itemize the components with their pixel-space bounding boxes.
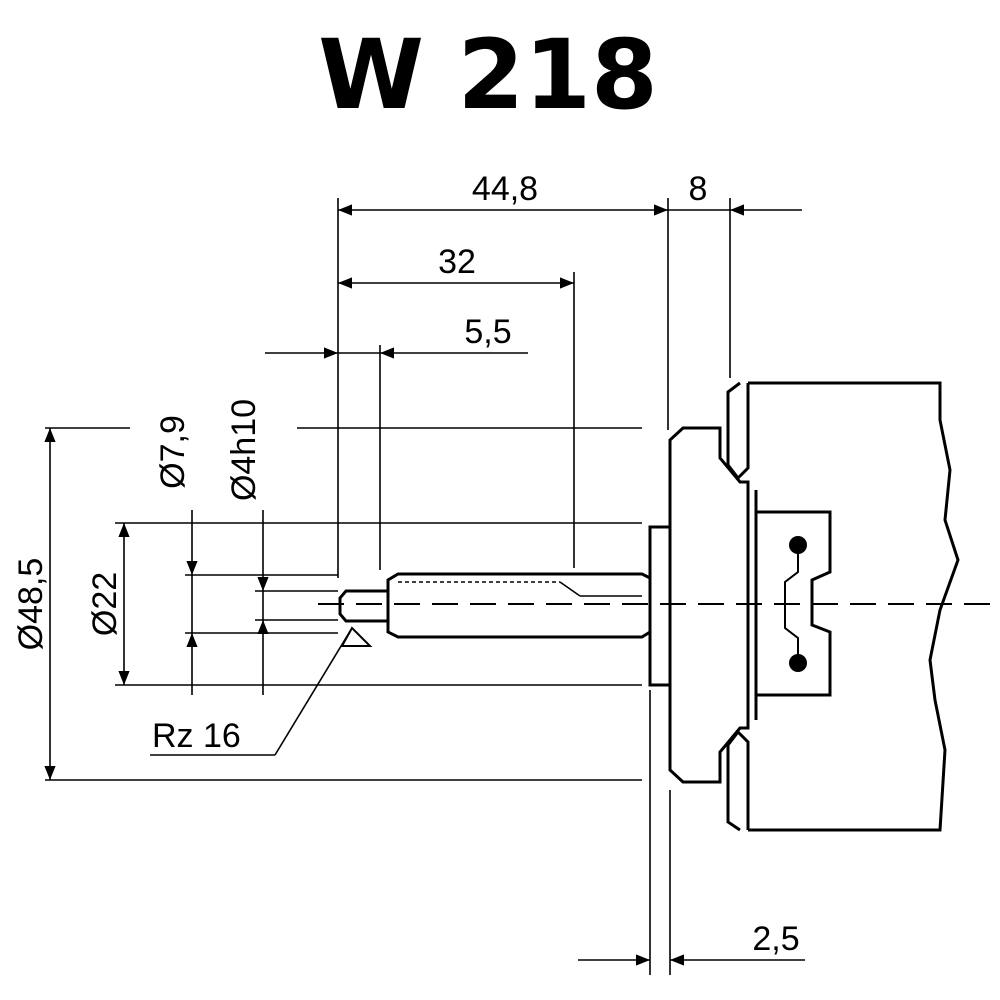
dim-5-5: 5,5 — [464, 313, 511, 351]
surface-finish-symbol — [150, 626, 373, 756]
housing — [648, 381, 960, 832]
shaft — [338, 572, 651, 639]
dim-44-8: 44,8 — [472, 170, 538, 208]
dim-diameter-48-5: Ø48,5 — [12, 558, 50, 651]
dim-diameter-22: Ø22 — [86, 572, 124, 636]
drawing-title: W 218 — [318, 19, 658, 131]
terminal-pin-upper — [789, 536, 807, 554]
dim-diameter-4h10: Ø4h10 — [225, 399, 263, 501]
dim-8: 8 — [689, 170, 708, 208]
extension-lines — [45, 198, 731, 975]
surface-roughness-label: Rz 16 — [152, 717, 241, 755]
dim-2-5: 2,5 — [752, 920, 799, 958]
terminal-pin-lower — [789, 654, 807, 672]
dimension-lines — [44, 204, 805, 966]
dim-diameter-7-9: Ø7,9 — [154, 415, 192, 489]
dim-32: 32 — [438, 243, 476, 281]
